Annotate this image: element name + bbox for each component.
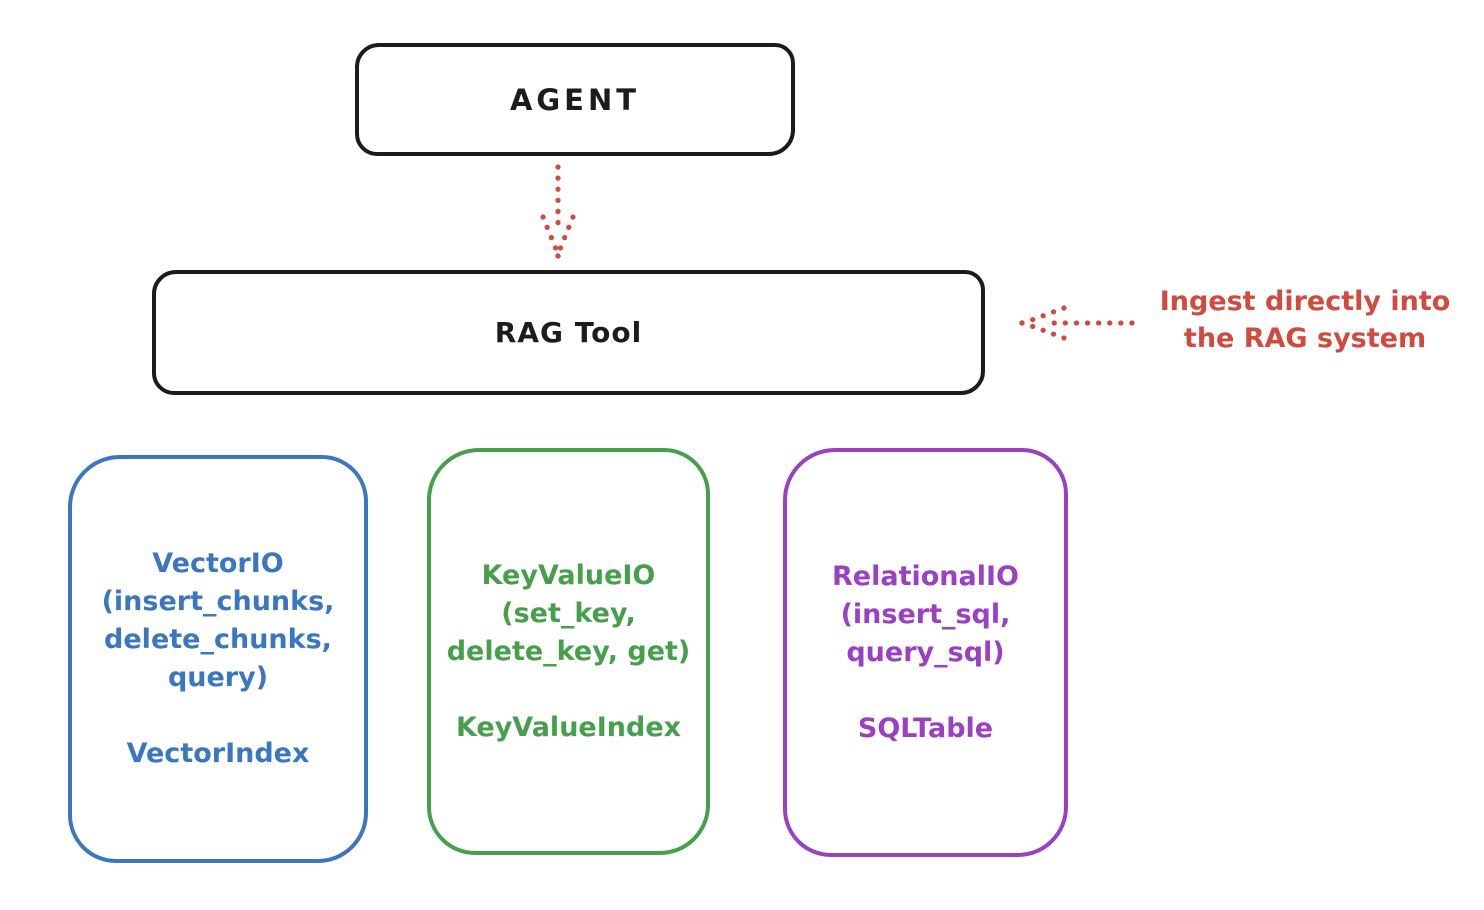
ingest-annotation-line-1: Ingest directly into — [1159, 286, 1451, 317]
relational-io-label: RelationalIO (insert_sql, query_sql) — [832, 560, 1019, 668]
vector-io-box: VectorIO (insert_chunks, delete_chunks, … — [68, 455, 368, 863]
rag-tool-label: RAG Tool — [494, 316, 643, 349]
vector-index-label: VectorIndex — [126, 738, 310, 769]
ingest-annotation-line-2: the RAG system — [1183, 323, 1427, 354]
vector-io-label: VectorIO (insert_chunks, delete_chunks, … — [101, 548, 335, 693]
agent-to-rag-arrow-icon — [540, 164, 576, 259]
agent-box: AGENT — [355, 43, 795, 156]
sql-table-label: SQLTable — [857, 712, 994, 744]
agent-label: AGENT — [509, 82, 641, 117]
key-value-index-label: KeyValueIndex — [455, 711, 682, 743]
relational-io-box: RelationalIO (insert_sql, query_sql) SQL… — [783, 448, 1068, 857]
key-value-io-box: KeyValueIO (set_key, delete_key, get) Ke… — [427, 448, 710, 855]
ingest-annotation: Ingest directly into the RAG system — [1130, 283, 1480, 357]
key-value-io-label: KeyValueIO (set_key, delete_key, get) — [446, 559, 691, 667]
rag-tool-box: RAG Tool — [152, 270, 985, 395]
ingest-annotation-arrow-icon — [1019, 305, 1135, 341]
